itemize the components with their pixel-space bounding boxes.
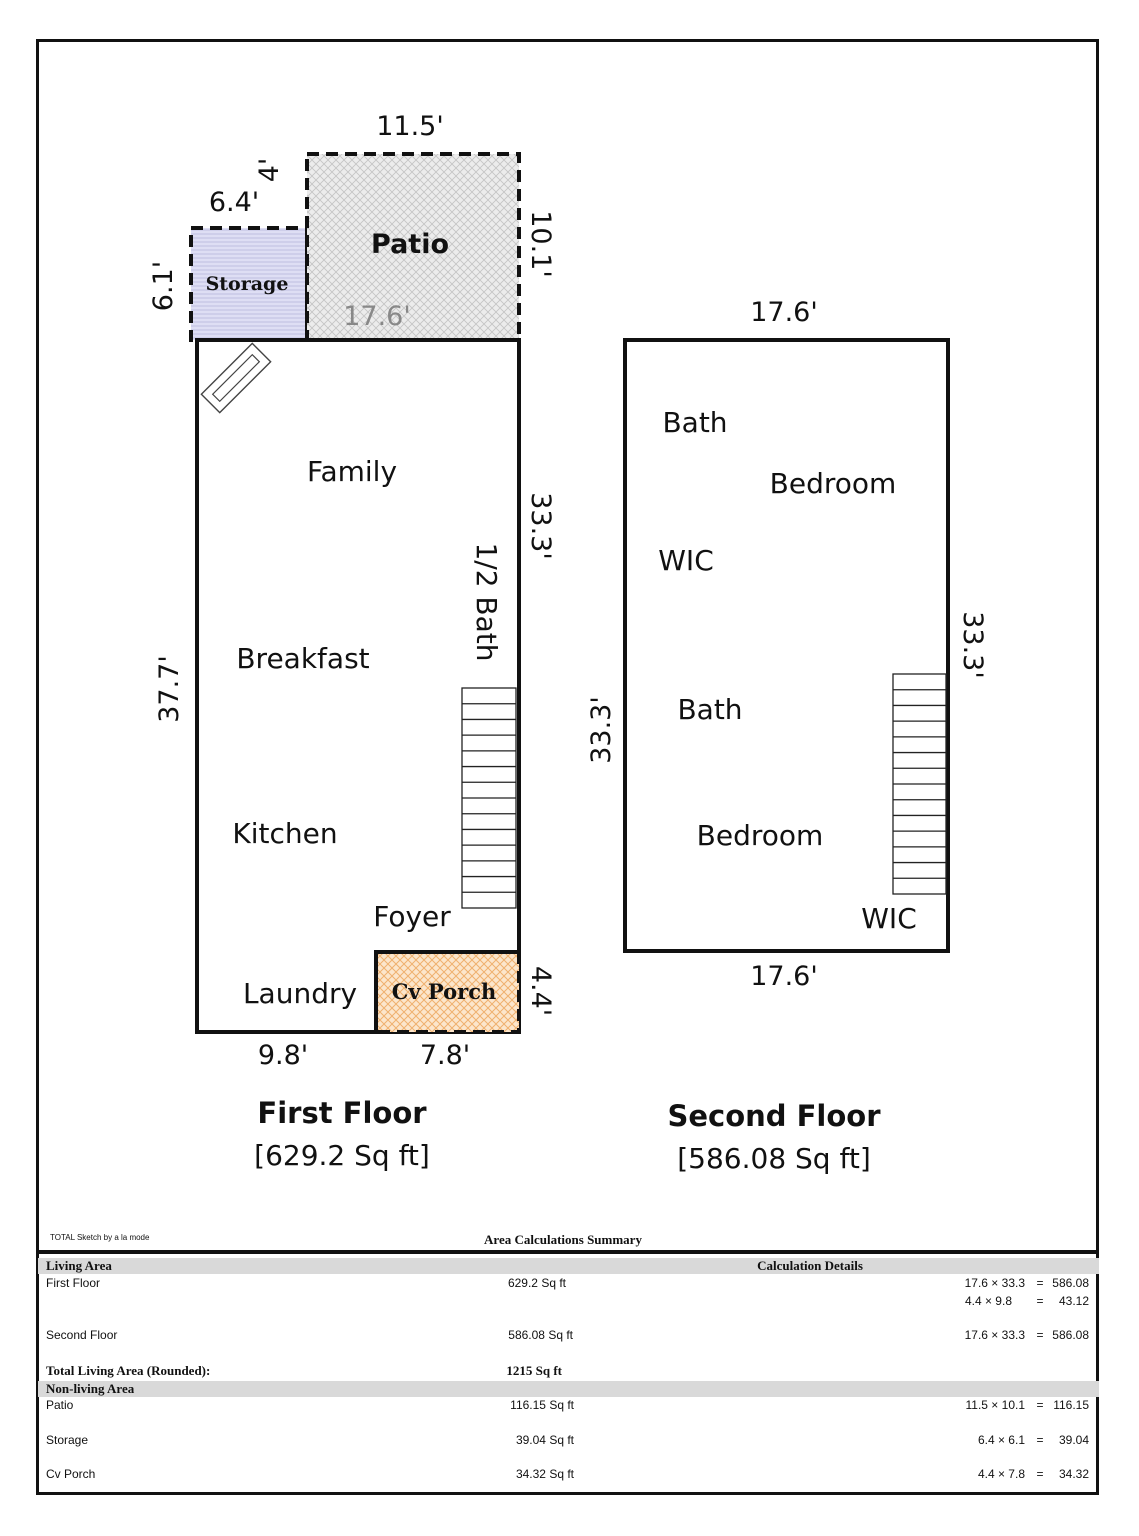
calc-storage: 6.4 × 6.1 [978, 1433, 1025, 1447]
calc-first-2-val: 43.12 [1059, 1294, 1089, 1308]
room-bath-upper: Bath [662, 406, 727, 439]
second-floor-outline [623, 338, 950, 953]
second-floor-title: Second Floor [667, 1099, 881, 1133]
cv-porch-solid-edges [374, 950, 519, 1032]
calc-patio-eq: = [1036, 1398, 1043, 1412]
room-family: Family [307, 455, 397, 488]
room-bedroom-upper: Bedroom [770, 467, 897, 500]
row-porch-area: 34.32 Sq ft [516, 1467, 575, 1481]
calc-first-1-eq: = [1036, 1276, 1043, 1290]
calc-patio: 11.5 × 10.1 [966, 1398, 1026, 1412]
summary-top-rule [38, 1250, 1099, 1254]
row-patio-name: Patio [46, 1398, 74, 1412]
patio-label: Patio [371, 229, 449, 260]
calc-porch: 4.4 × 7.8 [978, 1467, 1025, 1481]
first-floor-stairs [461, 687, 517, 909]
page-frame [36, 39, 1099, 1495]
non-living-header: Non-living Area [46, 1381, 135, 1396]
patio-offset-dimension: 4' [254, 158, 285, 183]
room-laundry: Laundry [243, 977, 357, 1010]
second-floor-top-dimension: 17.6' [750, 297, 818, 328]
software-credit: TOTAL Sketch by a la mode [50, 1233, 150, 1242]
cv-porch-label: Cv Porch [392, 979, 497, 1004]
first-floor-title: First Floor [257, 1096, 427, 1130]
total-living-label: Total Living Area (Rounded): [46, 1363, 210, 1378]
calc-first-2-eq: = [1036, 1294, 1043, 1308]
row-first-floor-name: First Floor [46, 1276, 100, 1290]
patio-right-dimension: 10.1' [525, 210, 556, 278]
row-patio-area: 116.15 Sq ft [510, 1398, 574, 1412]
storage-label: Storage [206, 273, 289, 295]
first-floor-left-dimension: 37.7' [154, 655, 185, 723]
room-wic-upper: WIC [658, 544, 714, 577]
calculation-details-header: Calculation Details [757, 1258, 863, 1273]
calc-storage-eq: = [1036, 1433, 1043, 1447]
patio-bottom-dimension: 17.6' [343, 301, 411, 332]
non-living-band [38, 1381, 1099, 1397]
total-living-value: 1215 Sq ft [506, 1363, 562, 1378]
calc-second-1-eq: = [1036, 1328, 1043, 1342]
row-porch-name: Cv Porch [46, 1467, 95, 1481]
second-floor-left-dimension: 33.3' [586, 696, 617, 764]
row-second-floor-name: Second Floor [46, 1328, 117, 1342]
second-floor-bottom-dimension: 17.6' [750, 961, 818, 992]
room-wic-lower: WIC [861, 902, 917, 935]
calc-storage-val: 39.04 [1059, 1433, 1089, 1447]
summary-title: Area Calculations Summary [484, 1232, 642, 1247]
storage-top-dimension: 6.4' [209, 187, 259, 218]
living-area-band [38, 1258, 1099, 1274]
calc-patio-val: 116.15 [1053, 1398, 1089, 1412]
second-floor-stairs [892, 673, 947, 895]
room-foyer: Foyer [373, 900, 451, 933]
storage-left-dimension: 6.1' [148, 261, 179, 311]
cv-porch-dashed-edges [376, 952, 521, 1034]
first-floor-bottom-left-dimension: 9.8' [258, 1040, 308, 1071]
calc-first-2: 4.4 × 9.8 [965, 1294, 1012, 1308]
fireplace-icon [200, 342, 272, 414]
second-floor-right-dimension: 33.3' [957, 611, 988, 679]
patio-area [305, 152, 521, 342]
row-second-floor-area: 586.08 Sq ft [508, 1328, 573, 1342]
room-half-bath: 1/2 Bath [470, 542, 503, 661]
room-kitchen: Kitchen [232, 817, 337, 850]
room-breakfast: Breakfast [236, 642, 369, 675]
living-area-header: Living Area [46, 1258, 112, 1273]
calc-first-1: 17.6 × 33.3 [965, 1276, 1026, 1290]
room-bedroom-lower: Bedroom [697, 819, 824, 852]
calc-second-1-val: 586.08 [1052, 1328, 1089, 1342]
calc-second-1: 17.6 × 33.3 [965, 1328, 1026, 1342]
first-floor-area: [629.2 Sq ft] [254, 1139, 430, 1172]
first-floor-bottom-right-dimension: 7.8' [420, 1040, 470, 1071]
first-floor-outline [195, 338, 521, 1034]
second-floor-area: [586.08 Sq ft] [677, 1142, 871, 1175]
room-bath-middle: Bath [677, 693, 742, 726]
row-first-floor-area: 629.2 Sq ft [508, 1276, 567, 1290]
row-storage-name: Storage [46, 1433, 88, 1447]
cv-porch-right-dimension: 4.4' [525, 966, 556, 1016]
calc-first-1-val: 586.08 [1052, 1276, 1089, 1290]
first-floor-right-dimension: 33.3' [525, 492, 556, 560]
calc-porch-eq: = [1036, 1467, 1043, 1481]
patio-top-dimension: 11.5' [376, 111, 444, 142]
cv-porch-area [376, 952, 519, 1032]
row-storage-area: 39.04 Sq ft [516, 1433, 575, 1447]
calc-porch-val: 34.32 [1059, 1467, 1089, 1481]
